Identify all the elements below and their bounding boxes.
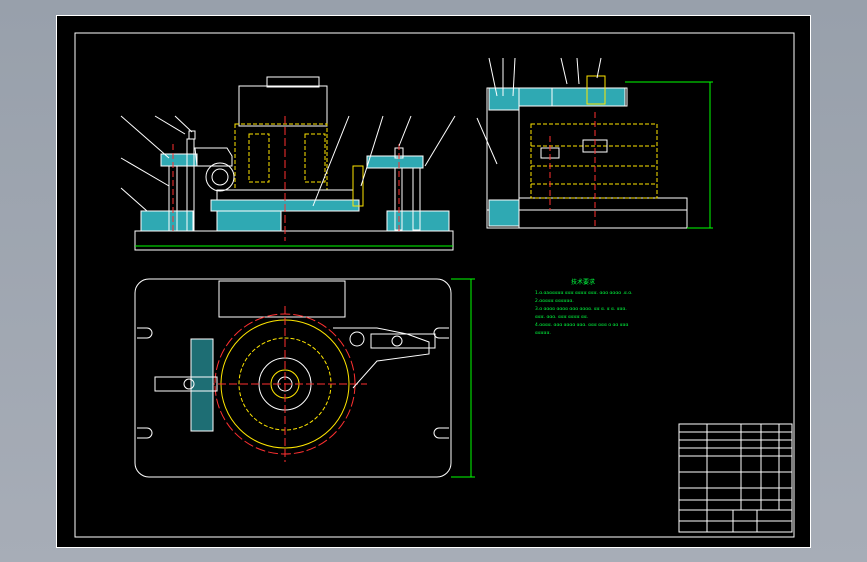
note-line-1: 1.α.αaααααα ααα αααα ααα. ααα αααα .α.α. — [535, 290, 632, 296]
notes-title: 技术要求 — [571, 278, 595, 286]
top-view — [134, 278, 475, 478]
note-line-4: ααα. ααα. ααα αααα αα. — [535, 315, 588, 320]
technical-requirements: 技术要求 1.α.αaααααα ααα αααα ααα. ααα αααα … — [535, 278, 632, 336]
note-line-5: 4.αααα. ααα αααα ααα. ααα ααα α αα ααα — [535, 322, 629, 328]
front-view — [120, 76, 456, 251]
title-block — [678, 423, 793, 533]
note-line-3: 3.α αααα αααα ααα αααα. αα α. α α. ααα. — [535, 306, 627, 312]
note-line-6: ααααα. — [535, 331, 551, 336]
note-line-2: 2.ααααα αααααα. — [535, 298, 574, 304]
side-view — [476, 57, 713, 229]
drawing-sheet[interactable]: 技术要求 1.α.αaααααα ααα αααα ααα. ααα αααα … — [56, 15, 811, 548]
inner-border — [74, 32, 795, 538]
